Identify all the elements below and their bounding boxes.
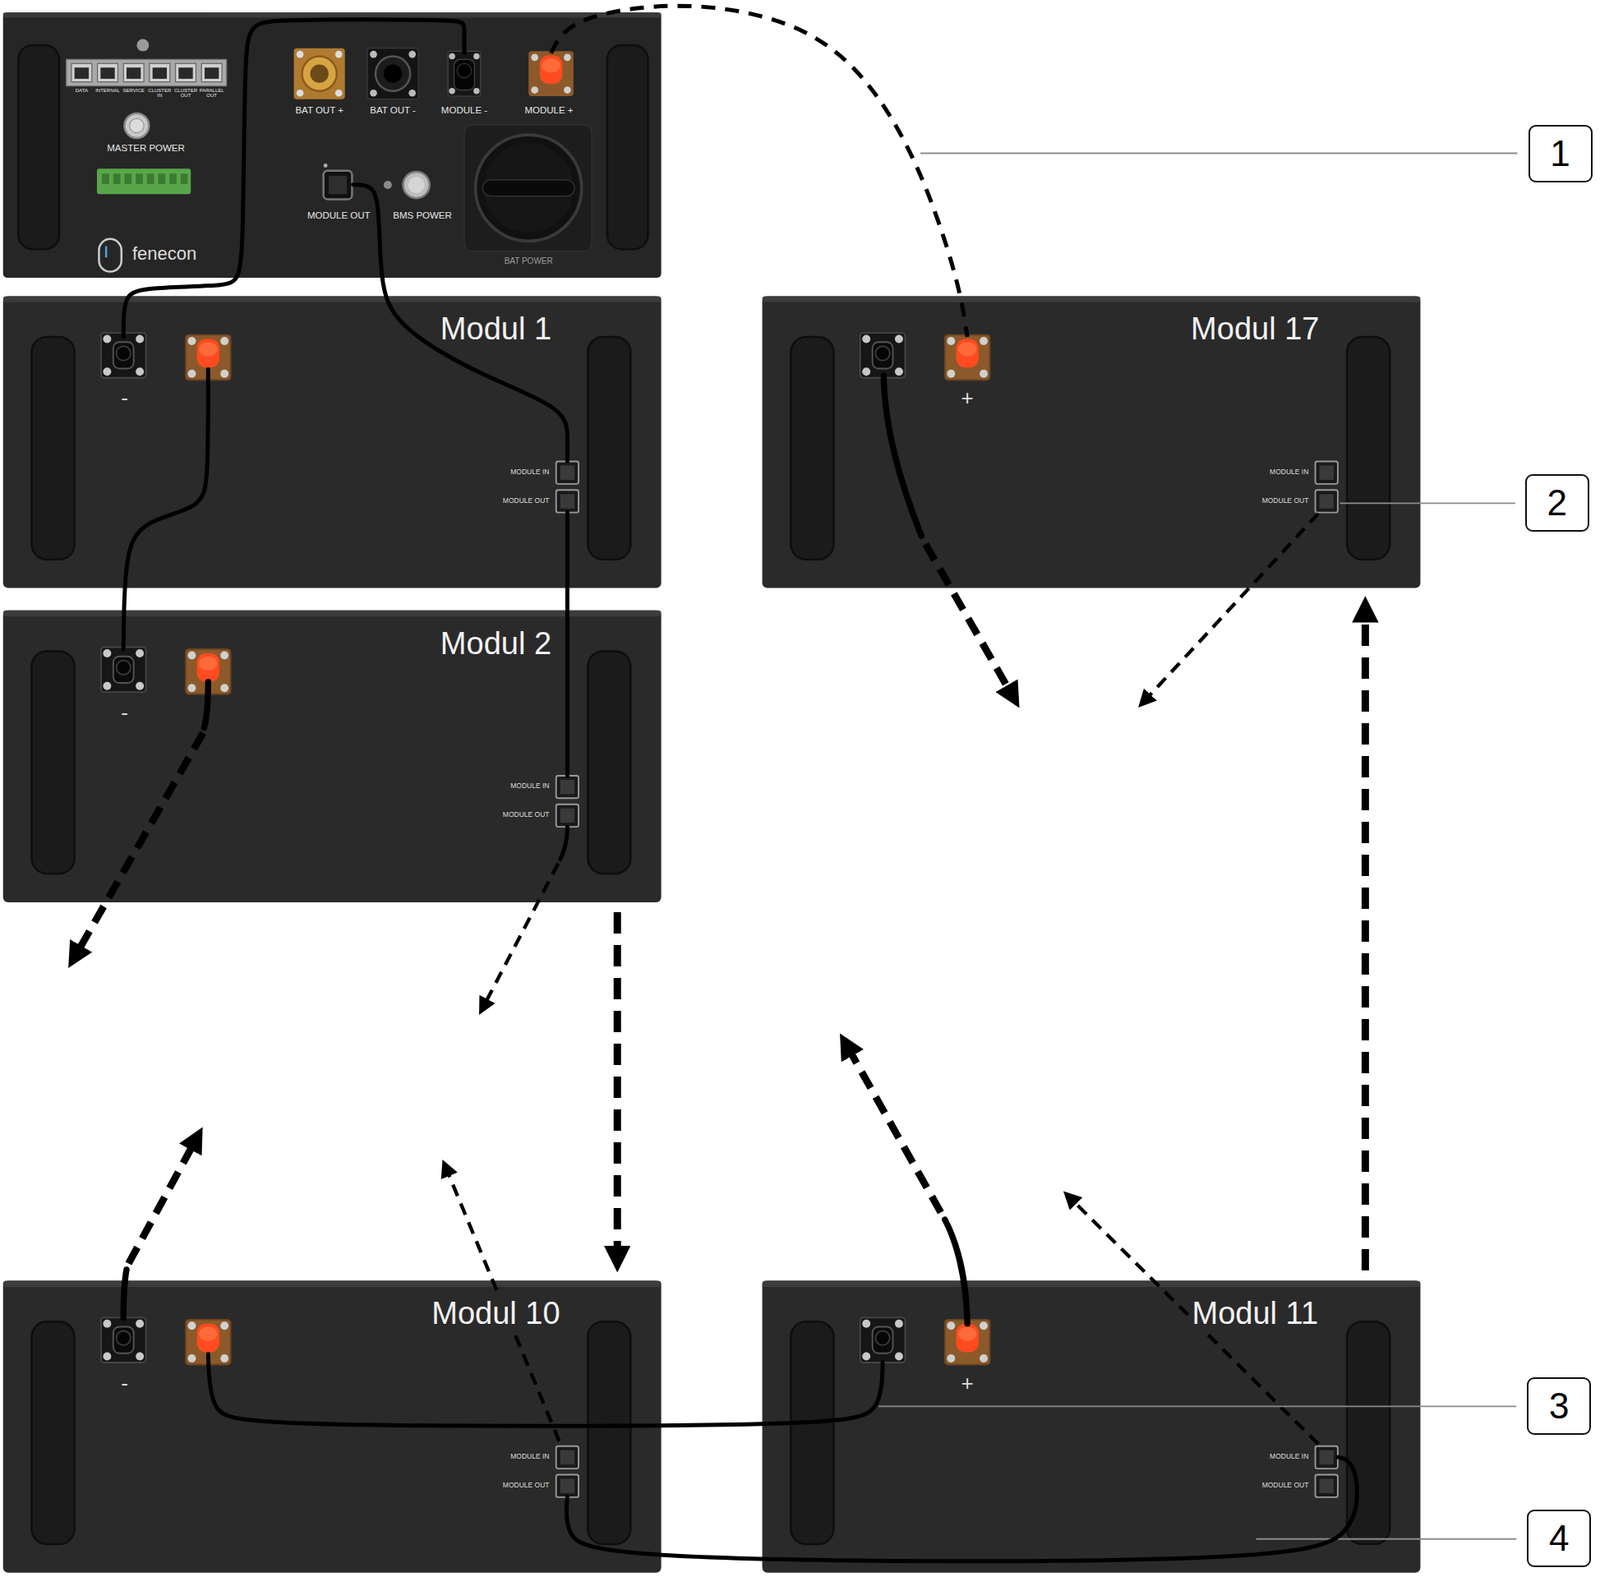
- power-cable: [353, 184, 568, 462]
- battery-module-body: [762, 1281, 1421, 1573]
- battery-module: Modul 17 + MODULE IN MODULE OUT: [762, 295, 1421, 588]
- callout-number: 3: [1526, 1377, 1591, 1435]
- switch-label: BAT POWER: [502, 255, 555, 265]
- port-label: MODULE OUT: [1260, 497, 1311, 505]
- battery-module: Modul 10 - MODULE IN MODULE OUT: [3, 1280, 662, 1573]
- power-cable: [123, 368, 208, 649]
- power-cable: [565, 511, 570, 775]
- leader-lines: [878, 153, 1518, 1540]
- polarity-sign: -: [119, 1370, 130, 1395]
- module-title: Modul 2: [438, 627, 554, 662]
- power-cable: [207, 1354, 883, 1426]
- connection-arrow: [613, 912, 622, 1251]
- connection-arrow: [1361, 617, 1370, 1271]
- callout-number: 4: [1526, 1509, 1591, 1568]
- brand-logo: fenecon: [130, 244, 199, 264]
- module-title: Modul 1: [438, 312, 554, 347]
- battery-module-body: [3, 1281, 662, 1573]
- connector-label: MODULE +: [522, 105, 575, 116]
- port-label: INTERNAL: [94, 87, 121, 93]
- port-label: MODULE IN: [1268, 468, 1310, 476]
- port-label: MODULE IN: [508, 1452, 551, 1461]
- port-label: SERVICE: [120, 87, 148, 93]
- port-label: MODULE IN: [508, 468, 551, 476]
- polarity-sign: +: [959, 1370, 976, 1395]
- connector-label: BAT OUT +: [293, 105, 345, 116]
- polarity-sign: -: [119, 386, 130, 411]
- port-label: DATA: [68, 87, 95, 93]
- port-label: MODULE OUT: [305, 210, 373, 222]
- polarity-sign: +: [959, 386, 976, 411]
- battery-module: Modul 11 + MODULE IN MODULE OUT: [762, 1280, 1421, 1573]
- connector-label: BAT OUT -: [368, 105, 418, 116]
- button-label: BMS POWER: [391, 210, 454, 222]
- battery-module-body: [762, 295, 1421, 588]
- port-label: CLUSTER OUT: [172, 87, 199, 99]
- battery-module: Modul 1 - MODULE IN MODULE OUT: [3, 295, 662, 588]
- callout-number: 1: [1528, 124, 1593, 183]
- battery-module-body: [3, 295, 662, 588]
- port-label: MODULE OUT: [501, 811, 552, 819]
- power-cable: [123, 19, 465, 337]
- power-cable: [566, 1457, 1357, 1562]
- port-label: MODULE IN: [1268, 1452, 1310, 1461]
- bms-controller: DATAINTERNALSERVICECLUSTER INCLUSTER OUT…: [3, 12, 662, 278]
- bms-housing: [3, 12, 662, 278]
- battery-module: Modul 2 - MODULE IN MODULE OUT: [3, 610, 662, 903]
- port-label: CLUSTER IN: [146, 87, 173, 99]
- continuation-arrows: [78, 375, 1319, 1444]
- port-label: MODULE OUT: [501, 497, 552, 505]
- battery-module-body: [3, 610, 662, 903]
- port-label: MODULE OUT: [501, 1481, 552, 1490]
- module-title: Modul 17: [1189, 312, 1321, 347]
- module-title: Modul 11: [1190, 1296, 1321, 1332]
- connection-arrow: [551, 5, 969, 337]
- polarity-sign: -: [119, 700, 130, 724]
- port-label: MODULE IN: [508, 783, 551, 791]
- button-label: MASTER POWER: [105, 142, 187, 154]
- port-label: MODULE OUT: [1260, 1481, 1311, 1490]
- callout-number: 2: [1525, 474, 1590, 532]
- port-label: PARALLEL OUT: [198, 87, 226, 99]
- module-title: Modul 10: [429, 1296, 562, 1332]
- connector-label: MODULE -: [439, 105, 489, 116]
